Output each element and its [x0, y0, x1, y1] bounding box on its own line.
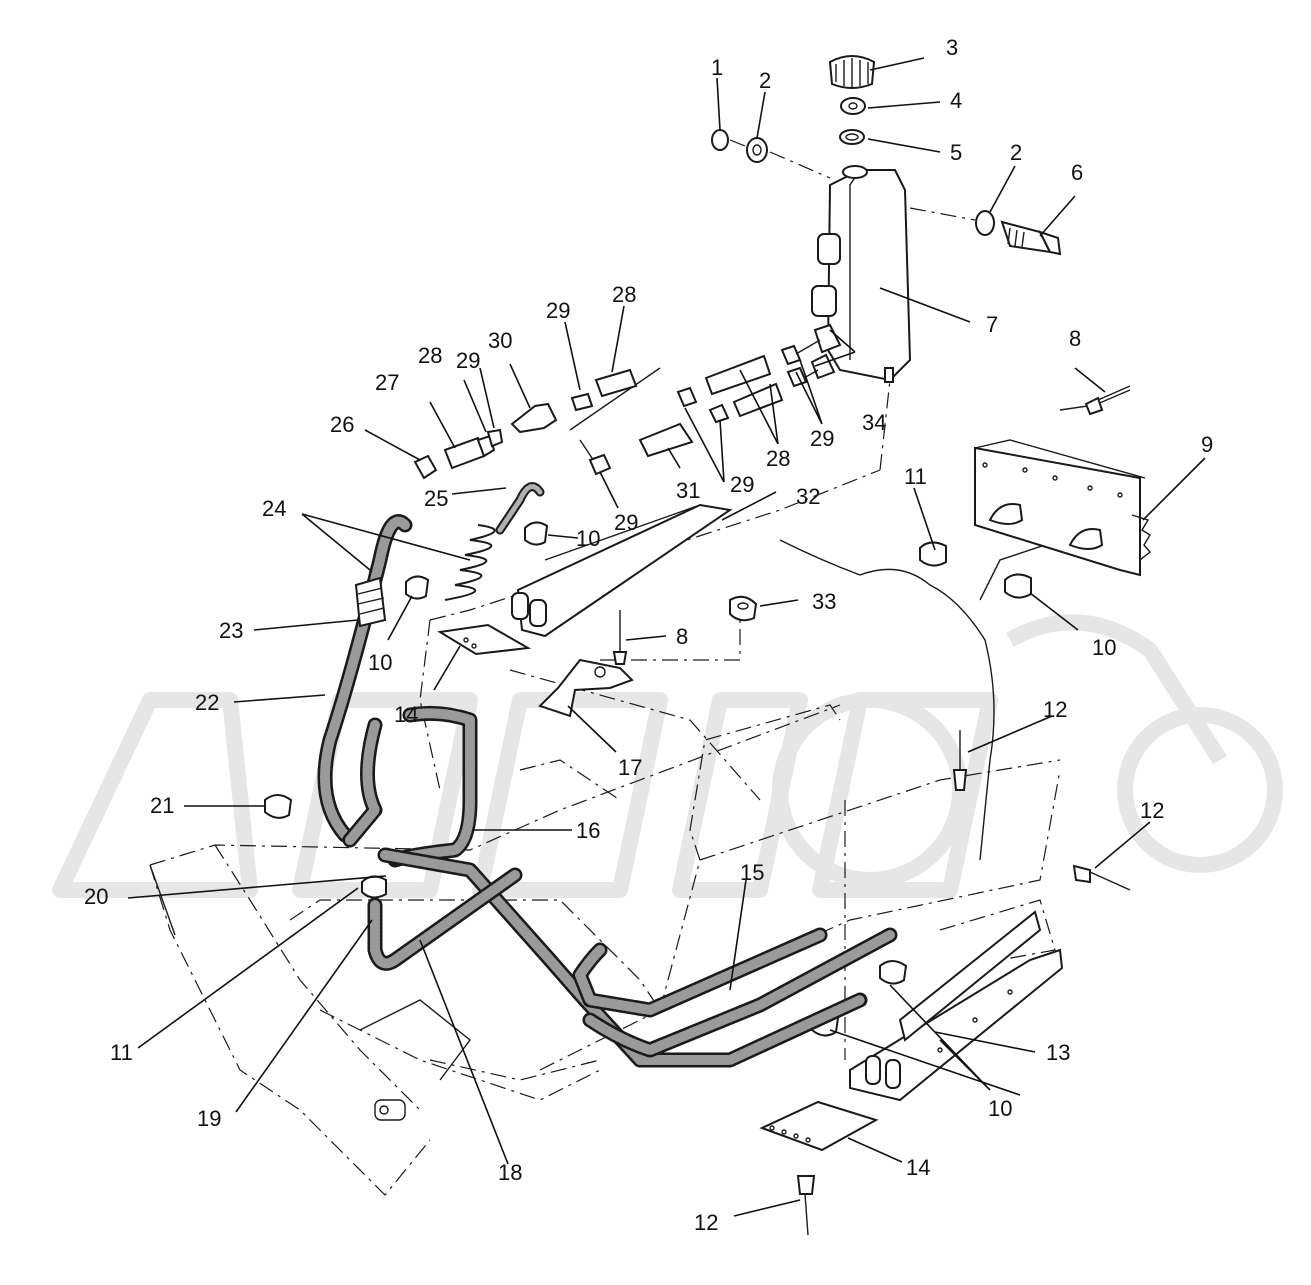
- oil-tank: [810, 165, 912, 383]
- callout-10-bottom: 10: [988, 1096, 1012, 1121]
- callout-4: 4: [950, 88, 962, 113]
- callout-14-bottom: 14: [906, 1155, 930, 1180]
- callout-14-top: 14: [394, 702, 418, 727]
- callout-29-right: 29: [810, 426, 834, 451]
- callout-23: 23: [219, 618, 243, 643]
- callout-29-low: 29: [614, 510, 638, 535]
- watermark-logo: [52, 614, 1283, 898]
- callout-11-top: 11: [904, 464, 927, 489]
- callout-10-mid: 10: [576, 526, 600, 551]
- callout-12-bottom: 12: [694, 1210, 718, 1235]
- callout-28-top: 28: [612, 282, 636, 307]
- callout-27: 27: [375, 370, 399, 395]
- callout-13: 13: [1046, 1040, 1070, 1065]
- leader-lines: [127, 57, 1206, 1217]
- hoses: [317, 482, 898, 1068]
- callout-29-top: 29: [546, 298, 570, 323]
- mounting-bolt: [711, 129, 1062, 256]
- callout-11-bottom: 11: [110, 1040, 133, 1065]
- callout-17: 17: [618, 755, 642, 780]
- callout-15: 15: [740, 860, 764, 885]
- callout-16: 16: [576, 818, 600, 843]
- callout-26: 26: [330, 412, 354, 437]
- callout-10-left: 10: [368, 650, 392, 675]
- callout-34: 34: [862, 410, 886, 435]
- callout-3: 3: [946, 35, 958, 60]
- callout-1: 1: [711, 55, 723, 80]
- callout-7: 7: [986, 312, 998, 337]
- callout-31: 31: [676, 478, 700, 503]
- callout-2-bolt: 2: [1010, 140, 1022, 165]
- callout-8-mid: 8: [676, 624, 688, 649]
- spring: [444, 524, 496, 601]
- inline-filter-assembly: [413, 339, 821, 480]
- callout-19: 19: [197, 1106, 221, 1131]
- callout-12-top: 12: [1043, 697, 1067, 722]
- callout-12-right: 12: [1140, 798, 1164, 823]
- callout-8-top: 8: [1069, 326, 1081, 351]
- callout-28-left: 28: [418, 343, 442, 368]
- callout-10-right: 10: [1092, 635, 1116, 660]
- rivets: [612, 385, 1131, 1236]
- callout-2: 2: [759, 68, 771, 93]
- callout-32: 32: [796, 484, 820, 509]
- callout-20: 20: [84, 884, 108, 909]
- callout-25: 25: [424, 486, 448, 511]
- callout-9: 9: [1201, 432, 1213, 457]
- tank-cap: [828, 55, 876, 145]
- part-callouts: 1 2 3 4 5 2 6 7 8 9 11 10 33 8 17 12 12 …: [84, 35, 1213, 1235]
- callout-29-left: 29: [456, 348, 480, 373]
- callout-5: 5: [950, 140, 962, 165]
- callout-29-mid: 29: [730, 472, 754, 497]
- mounting-bracket: [974, 389, 1152, 577]
- brackets: [437, 503, 1064, 1152]
- callout-30: 30: [488, 328, 512, 353]
- callout-33: 33: [812, 589, 836, 614]
- callout-22: 22: [195, 690, 219, 715]
- callout-28-mid: 28: [766, 446, 790, 471]
- callout-6: 6: [1071, 160, 1083, 185]
- callout-24: 24: [262, 496, 286, 521]
- callout-18: 18: [498, 1160, 522, 1185]
- callout-21: 21: [150, 793, 174, 818]
